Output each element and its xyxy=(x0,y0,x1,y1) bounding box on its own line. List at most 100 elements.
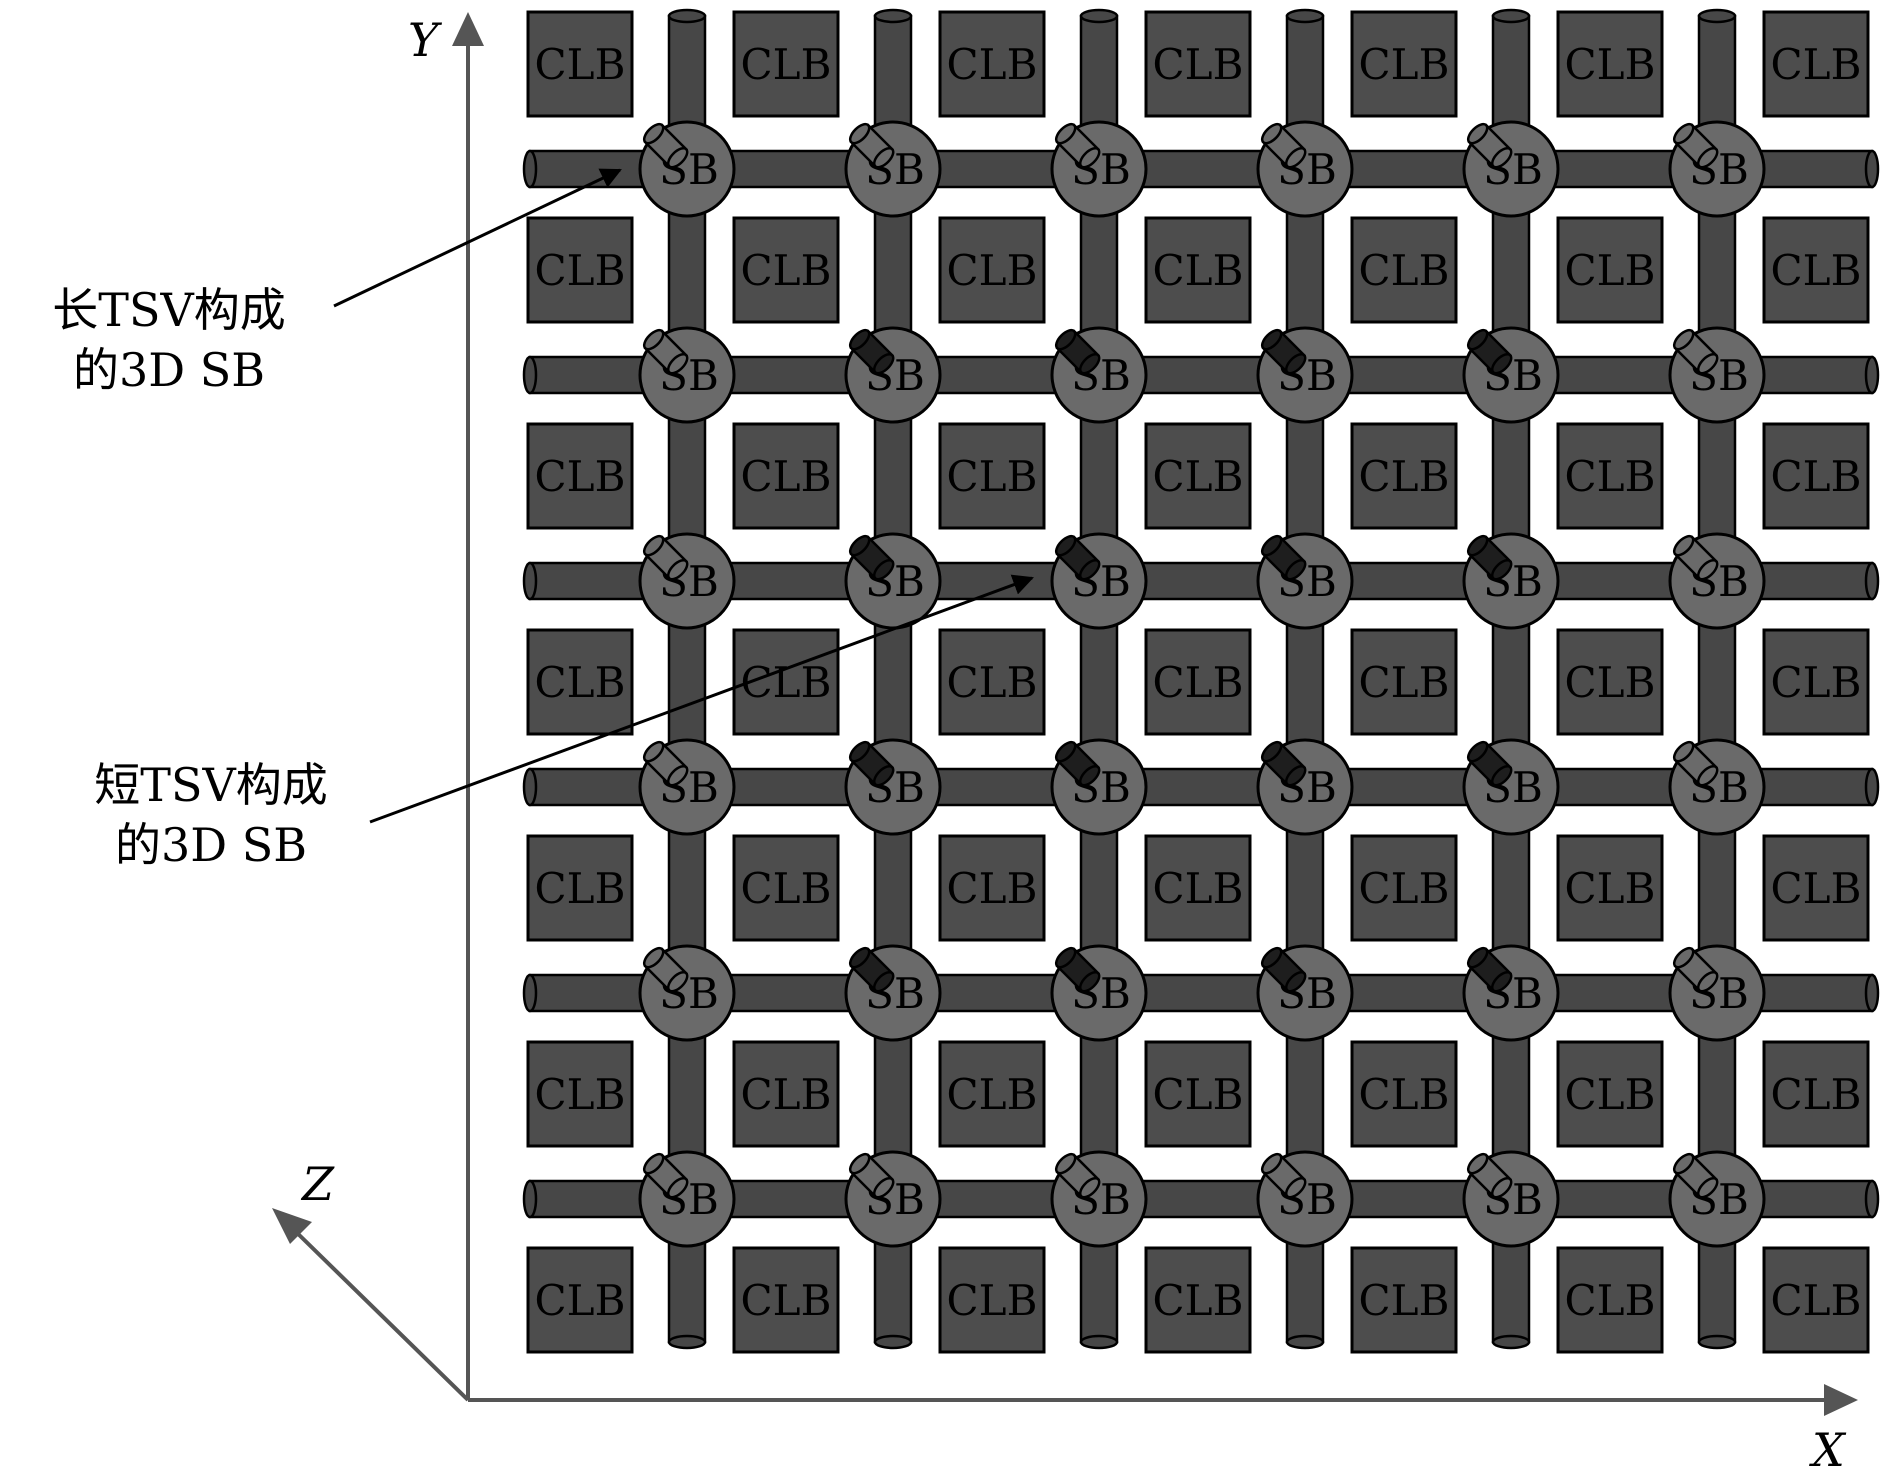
switch-box-long-tsv: SB xyxy=(638,738,736,836)
switch-box-long-tsv: SB xyxy=(1668,738,1766,836)
long-tsv-icon xyxy=(848,1152,895,1199)
long-tsv-icon xyxy=(1054,1152,1101,1199)
clb-label: CLB xyxy=(1153,40,1244,89)
clb-label: CLB xyxy=(1153,864,1244,913)
switch-box-short-tsv: SB xyxy=(844,944,942,1042)
horizontal-wire-cap xyxy=(1864,973,1880,1013)
clb-block: CLB xyxy=(1350,1246,1458,1354)
long-tsv-icon xyxy=(1672,534,1719,581)
clb-label: CLB xyxy=(535,864,626,913)
switch-box-short-tsv: SB xyxy=(1050,326,1148,424)
clb-block: CLB xyxy=(938,1040,1046,1148)
switch-box-short-tsv: SB xyxy=(1256,738,1354,836)
clb-label: CLB xyxy=(1565,452,1656,501)
switch-box-long-tsv: SB xyxy=(1050,120,1148,218)
clb-block: CLB xyxy=(1762,1040,1870,1148)
long-tsv-icon xyxy=(642,1152,689,1199)
short-tsv-icon xyxy=(848,740,895,787)
y-axis-arrow-icon xyxy=(452,12,484,46)
z-axis-line xyxy=(288,1224,470,1402)
short-tsv-icon xyxy=(1260,534,1307,581)
long-tsv-pointer-arrow xyxy=(333,168,622,308)
clb-block: CLB xyxy=(1762,216,1870,324)
short-tsv-icon xyxy=(1466,328,1513,375)
switch-box-short-tsv: SB xyxy=(844,532,942,630)
z-axis-label: Z xyxy=(300,1157,335,1211)
short-tsv-callout-line2: 的3D SB xyxy=(114,818,308,872)
clb-label: CLB xyxy=(1771,452,1862,501)
clb-block: CLB xyxy=(526,422,634,530)
clb-block: CLB xyxy=(938,10,1046,118)
vertical-wire-cap xyxy=(667,1334,707,1350)
vertical-wire-cap xyxy=(1285,8,1325,24)
long-tsv-icon xyxy=(1466,1152,1513,1199)
switch-box-short-tsv: SB xyxy=(1256,944,1354,1042)
long-tsv-icon xyxy=(1260,122,1307,169)
switch-box-short-tsv: SB xyxy=(1462,326,1560,424)
clb-block: CLB xyxy=(526,216,634,324)
switch-box-long-tsv: SB xyxy=(844,1150,942,1248)
clb-block: CLB xyxy=(1556,834,1664,942)
clb-block: CLB xyxy=(526,1040,634,1148)
clb-block: CLB xyxy=(1762,422,1870,530)
switch-box-long-tsv: SB xyxy=(638,1150,736,1248)
coordinate-axes: Y X Z xyxy=(272,12,1858,1467)
horizontal-wire-cap xyxy=(522,355,538,395)
vertical-wire-cap xyxy=(1491,1334,1531,1350)
short-tsv-icon xyxy=(848,946,895,993)
clb-label: CLB xyxy=(947,864,1038,913)
z-axis-arrow-icon xyxy=(272,1208,312,1244)
switch-box-short-tsv: SB xyxy=(1050,532,1148,630)
clb-label: CLB xyxy=(1565,658,1656,707)
vertical-wire-cap xyxy=(1079,8,1119,24)
long-tsv-callout-line1: 长TSV构成 xyxy=(52,283,286,337)
switch-box-short-tsv: SB xyxy=(1050,944,1148,1042)
vertical-wire xyxy=(667,14,707,1344)
switch-box-short-tsv: SB xyxy=(1462,532,1560,630)
clb-block: CLB xyxy=(732,10,840,118)
clb-label: CLB xyxy=(1771,40,1862,89)
clb-block: CLB xyxy=(1144,216,1252,324)
clb-block: CLB xyxy=(1144,1040,1252,1148)
clb-block: CLB xyxy=(1350,628,1458,736)
clb-block: CLB xyxy=(526,1246,634,1354)
switch-box-short-tsv: SB xyxy=(1050,738,1148,836)
clb-block: CLB xyxy=(1762,1246,1870,1354)
horizontal-wire-cap xyxy=(1864,561,1880,601)
short-tsv-pointer-arrow xyxy=(369,574,1034,824)
switch-box-short-tsv: SB xyxy=(1256,532,1354,630)
switch-box-long-tsv: SB xyxy=(1668,120,1766,218)
horizontal-wire-cap xyxy=(1864,355,1880,395)
horizontal-wire xyxy=(528,561,1874,601)
clb-block: CLB xyxy=(1556,216,1664,324)
clb-label: CLB xyxy=(947,1070,1038,1119)
clb-block: CLB xyxy=(1556,1246,1664,1354)
switch-box-long-tsv: SB xyxy=(638,532,736,630)
clb-block: CLB xyxy=(1556,422,1664,530)
clb-block: CLB xyxy=(1144,10,1252,118)
clb-label: CLB xyxy=(947,1276,1038,1325)
short-tsv-icon xyxy=(1260,946,1307,993)
clb-block: CLB xyxy=(1350,216,1458,324)
short-tsv-icon xyxy=(1260,740,1307,787)
clb-label: CLB xyxy=(1153,452,1244,501)
clb-label: CLB xyxy=(947,658,1038,707)
horizontal-wire-cap xyxy=(522,767,538,807)
vertical-wire-cap xyxy=(873,1334,913,1350)
short-tsv-icon xyxy=(1466,740,1513,787)
clb-label: CLB xyxy=(1359,452,1450,501)
short-tsv-icon xyxy=(1054,740,1101,787)
clb-label: CLB xyxy=(1359,1070,1450,1119)
switch-box-long-tsv: SB xyxy=(1256,120,1354,218)
horizontal-wire-cap xyxy=(1864,767,1880,807)
clb-label: CLB xyxy=(535,246,626,295)
clb-label: CLB xyxy=(947,246,1038,295)
long-tsv-icon xyxy=(642,122,689,169)
clb-label: CLB xyxy=(1153,1276,1244,1325)
short-tsv-icon xyxy=(1466,946,1513,993)
clb-block: CLB xyxy=(1556,1040,1664,1148)
clb-block: CLB xyxy=(1762,834,1870,942)
vertical-wire-cap xyxy=(1285,1334,1325,1350)
clb-block: CLB xyxy=(1144,628,1252,736)
long-tsv-icon xyxy=(1260,1152,1307,1199)
